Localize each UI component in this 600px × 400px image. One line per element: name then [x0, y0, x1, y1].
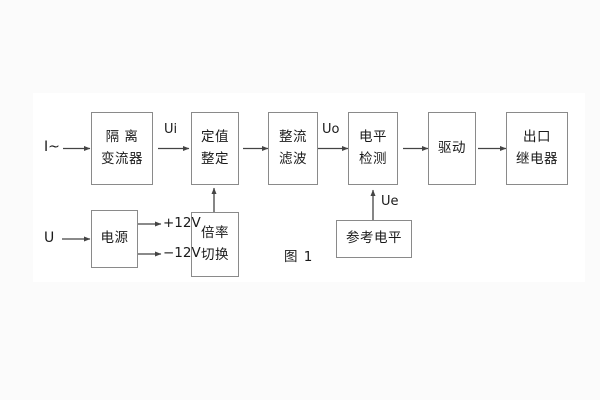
rail-label-positive-12v: +12V	[163, 215, 201, 231]
block-driver[interactable]: 驱动	[428, 112, 476, 185]
block-rectifier-filter-line-2: 滤波	[279, 150, 307, 167]
block-multiplier-switch-line-2: 切换	[201, 246, 229, 263]
block-reference-level[interactable]: 参考电平	[336, 220, 412, 258]
block-setting-value-line-1: 定值	[201, 128, 229, 145]
block-output-relay[interactable]: 出口 继电器	[506, 112, 568, 185]
block-power-supply[interactable]: 电源	[91, 210, 138, 268]
block-output-relay-line-1: 出口	[523, 128, 551, 145]
block-multiplier-switch[interactable]: 倍率 切换	[191, 212, 239, 277]
block-rectifier-filter-line-1: 整流	[279, 128, 307, 145]
block-level-detection[interactable]: 电平 检测	[348, 112, 398, 185]
block-setting-value[interactable]: 定值 整定	[191, 112, 239, 185]
block-rectifier-filter[interactable]: 整流 滤波	[268, 112, 318, 185]
block-isolation-transformer-line-2: 变流器	[101, 150, 143, 167]
signal-label-ui: Ui	[164, 122, 178, 137]
figure-caption: 图 1	[284, 249, 314, 265]
block-setting-value-line-2: 整定	[201, 150, 229, 167]
block-multiplier-switch-line-1: 倍率	[201, 224, 229, 241]
block-reference-level-line-1: 参考电平	[346, 230, 402, 247]
signal-label-ue: Ue	[381, 194, 399, 209]
block-isolation-transformer-line-1: 隔 离	[105, 128, 139, 145]
rail-label-negative-12v: −12V	[163, 245, 201, 261]
block-driver-line-1: 驱动	[438, 139, 466, 156]
block-level-detection-line-2: 检测	[359, 150, 387, 167]
input-label-voltage: U	[44, 230, 55, 246]
block-isolation-transformer[interactable]: 隔 离 变流器	[91, 112, 153, 185]
block-level-detection-line-1: 电平	[359, 128, 387, 145]
block-power-supply-line-1: 电源	[100, 230, 129, 247]
signal-label-uo: Uo	[322, 122, 340, 137]
input-label-current: I~	[44, 139, 60, 155]
block-output-relay-line-2: 继电器	[516, 150, 558, 167]
